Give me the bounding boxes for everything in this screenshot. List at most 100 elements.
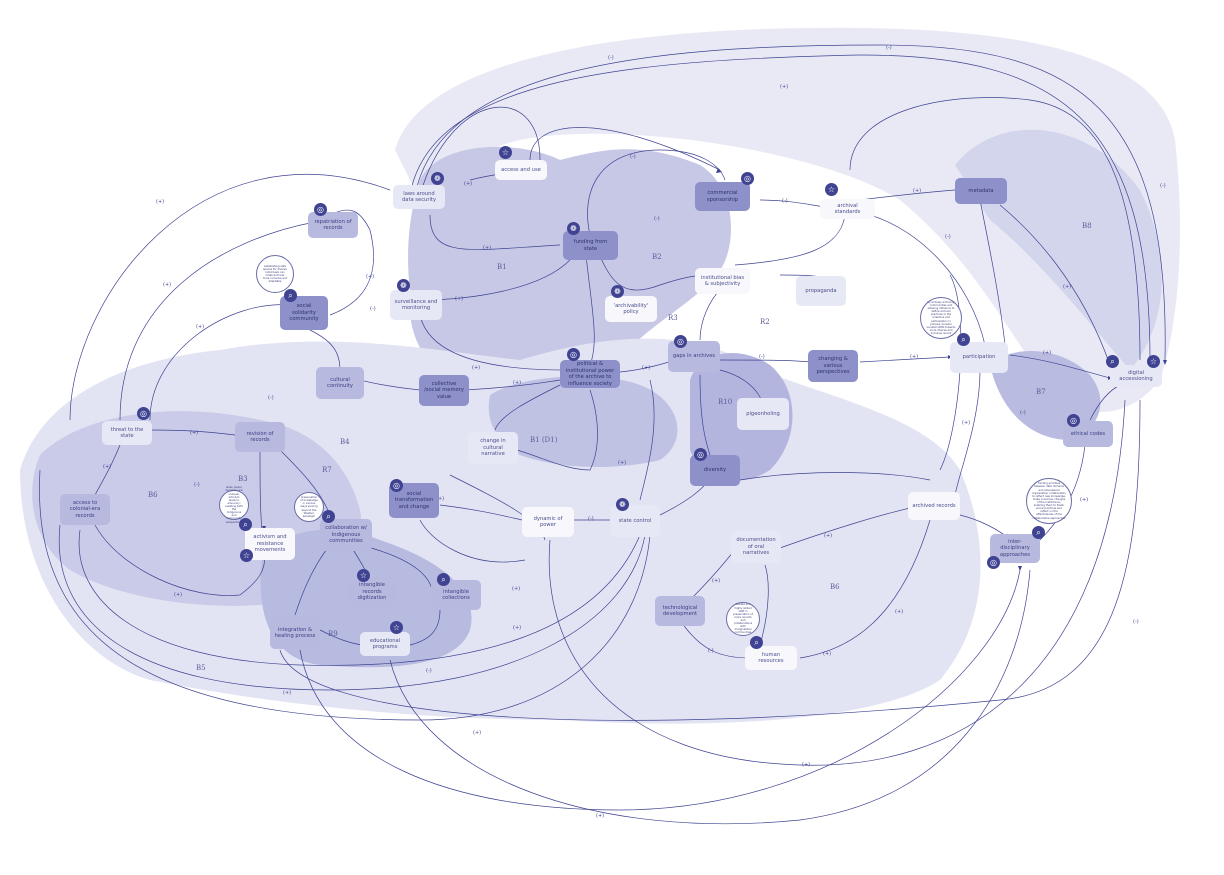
node-intangible-records-digitization[interactable]: intangible records digitization [347,577,397,607]
node-archival-standards[interactable]: archival standards [820,199,875,219]
node-surveillance-and-monitoring[interactable]: surveillance and monitoring [390,290,442,320]
link [149,304,291,421]
polarity-label: (+) [780,84,789,90]
star-icon: ☆ [240,549,253,562]
link [869,214,986,346]
loop-label: B2 [652,253,662,261]
polarity-label: (+) [596,813,605,819]
loop-label: B5 [196,664,206,672]
node-state-control[interactable]: state control [610,505,660,537]
node-commercial-sponsorship[interactable]: commercial sponsorship [695,182,750,211]
link [494,384,561,431]
polarity-label: (+) [196,324,205,330]
link [999,204,1111,366]
node-revision-of-records[interactable]: revision of records [235,422,285,452]
link [69,174,391,421]
link [39,469,651,721]
node-access-and-use[interactable]: access and use [495,160,547,180]
node-human-resources[interactable]: human resources [745,646,797,670]
node-documentation-oral-narratives[interactable]: documentation of oral narratives [731,531,781,563]
link [259,449,263,531]
polarity-label: (+) [283,690,292,696]
node-integration-healing[interactable]: integration & healing process [270,617,320,649]
polarity-label: (+) [163,282,172,288]
polarity-label: (+) [455,296,464,302]
polarity-label: (-) [1133,619,1139,625]
link [494,389,598,471]
target-icon: ◎ [694,448,707,461]
link [429,214,561,250]
link [1009,354,1111,379]
polarity-label: (+) [483,245,492,251]
node-pigeonholing[interactable]: pigeonholing [737,398,789,430]
node-cultural-continuity[interactable]: cultural continuity [316,367,364,399]
wheel-icon: ❁ [616,498,629,511]
polarity-label: (+) [618,460,627,466]
wheel-icon: ❁ [567,222,580,235]
node-activism-resistance[interactable]: activism and resistance movements [245,528,295,560]
node-technological-development[interactable]: technological development [655,596,705,626]
star-icon: ☆ [357,569,370,582]
node-participation[interactable]: participation [950,342,1008,373]
polarity-label: (+) [103,464,112,470]
polarity-label: (+) [1080,497,1089,503]
link [419,314,566,371]
node-archived-records[interactable]: archived records [908,492,960,520]
target-icon: ◎ [390,479,403,492]
node-institutional-bias[interactable]: institutional bias & subjectivity [695,268,750,294]
node-educational-programs[interactable]: educational programs [360,632,410,656]
node-change-in-cultural-narrative[interactable]: change in cultural narrative [468,432,518,464]
link [389,569,1031,825]
target-icon: ◎ [137,407,150,420]
node-digital-accessioning[interactable]: digital accessioning [1110,365,1162,387]
loop-label: B6 [830,583,840,591]
node-funding-from-state[interactable]: funding from state [563,231,618,260]
link [464,379,561,391]
link [78,529,641,666]
search-icon: ⌕ [239,518,252,531]
node-propaganda[interactable]: propaganda [796,276,846,306]
polarity-label: (+) [513,625,522,631]
polarity-label: (+) [174,592,183,598]
link [279,399,1141,721]
polarity-label: (+) [1063,284,1072,290]
link [94,444,121,496]
loop-label: B6 [148,491,158,499]
search-icon: ⌕ [1106,355,1119,368]
annotation-note: when power dynamics are unequal, activis… [219,486,249,524]
link [119,221,316,421]
node-changing-perspectives[interactable]: changing & various perspectives [808,350,858,382]
polarity-label: (+) [473,730,482,736]
link [439,504,523,521]
node-metadata[interactable]: metadata [955,178,1007,204]
polarity-label: (+) [712,578,721,584]
link [149,429,236,436]
node-access-to-colonial-records[interactable]: access to colonial-era records [60,494,110,525]
link [699,374,711,456]
polarity-label: (+) [824,533,833,539]
link [309,329,341,371]
polarity-label: (-) [608,55,614,61]
arrowhead [1018,566,1022,571]
node-threat-to-the-state[interactable]: threat to the state [102,421,152,445]
link [859,189,956,201]
node-archivability-policy[interactable]: 'archivability' policy [605,296,657,322]
annotation-note: funding priorities between data domains … [1026,478,1072,524]
node-collective-social-memory[interactable]: collective /social memory value [419,375,469,406]
link [587,149,726,236]
polarity-label: (+) [472,365,481,371]
node-repatriation-of-records[interactable]: repatriation of records [308,212,358,238]
node-dynamic-of-power[interactable]: dynamic of power [522,507,574,537]
node-laws-around-data-security[interactable]: laws around data security [393,185,445,209]
causal-links [39,44,1166,825]
search-icon: ⌕ [322,510,335,523]
annotation-note: by actively archiving communities and al… [920,297,962,339]
node-collaboration-indigenous[interactable]: collaboration w/ Indigenous communities [320,519,372,551]
polarity-label: (+) [895,609,904,615]
annotation-note: preservation of knowledge in various way… [294,492,324,522]
wheel-icon: ❁ [431,172,444,185]
link [759,564,769,646]
target-icon: ◎ [987,556,1000,569]
node-political-institutional-power[interactable]: political & institutional power of the a… [560,360,620,388]
